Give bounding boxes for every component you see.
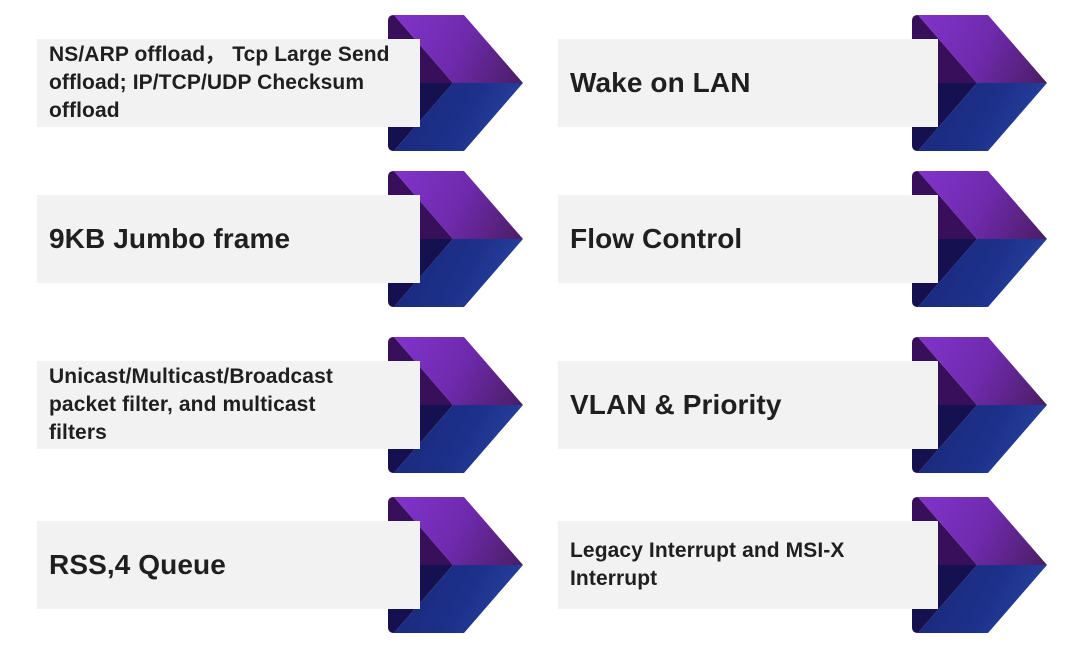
feature-label-box: RSS,4 Queue: [37, 521, 420, 609]
feature-label-box: VLAN & Priority: [558, 361, 938, 449]
chevron-arrow-icon: [912, 337, 1048, 473]
chevron-arrow-icon: [388, 337, 524, 473]
feature-label-box: 9KB Jumbo frame: [37, 195, 420, 283]
chevron-arrow-icon: [912, 497, 1048, 633]
feature-label-box: Legacy Interrupt and MSI-X Interrupt: [558, 521, 938, 609]
feature-label: VLAN & Priority: [570, 389, 782, 420]
chevron-arrow-icon: [912, 171, 1048, 307]
feature-label: 9KB Jumbo frame: [49, 223, 291, 254]
feature-label: RSS,4 Queue: [49, 549, 226, 580]
chevron-arrow-icon: [912, 15, 1048, 151]
feature-label: Legacy Interrupt and MSI-X Interrupt: [570, 539, 845, 590]
feature-label: Unicast/Multicast/Broadcast packet filte…: [49, 365, 333, 444]
feature-label: NS/ARP offload， Tcp Large Send offload; …: [49, 43, 390, 122]
feature-label-box: Wake on LAN: [558, 39, 938, 127]
feature-label-box: Unicast/Multicast/Broadcast packet filte…: [37, 361, 420, 449]
feature-label: Wake on LAN: [570, 67, 751, 98]
chevron-arrow-icon: [388, 171, 524, 307]
chevron-arrow-icon: [388, 15, 524, 151]
feature-label-box: Flow Control: [558, 195, 938, 283]
feature-label-box: NS/ARP offload， Tcp Large Send offload; …: [37, 39, 420, 127]
chevron-arrow-icon: [388, 497, 524, 633]
feature-label: Flow Control: [570, 223, 743, 254]
